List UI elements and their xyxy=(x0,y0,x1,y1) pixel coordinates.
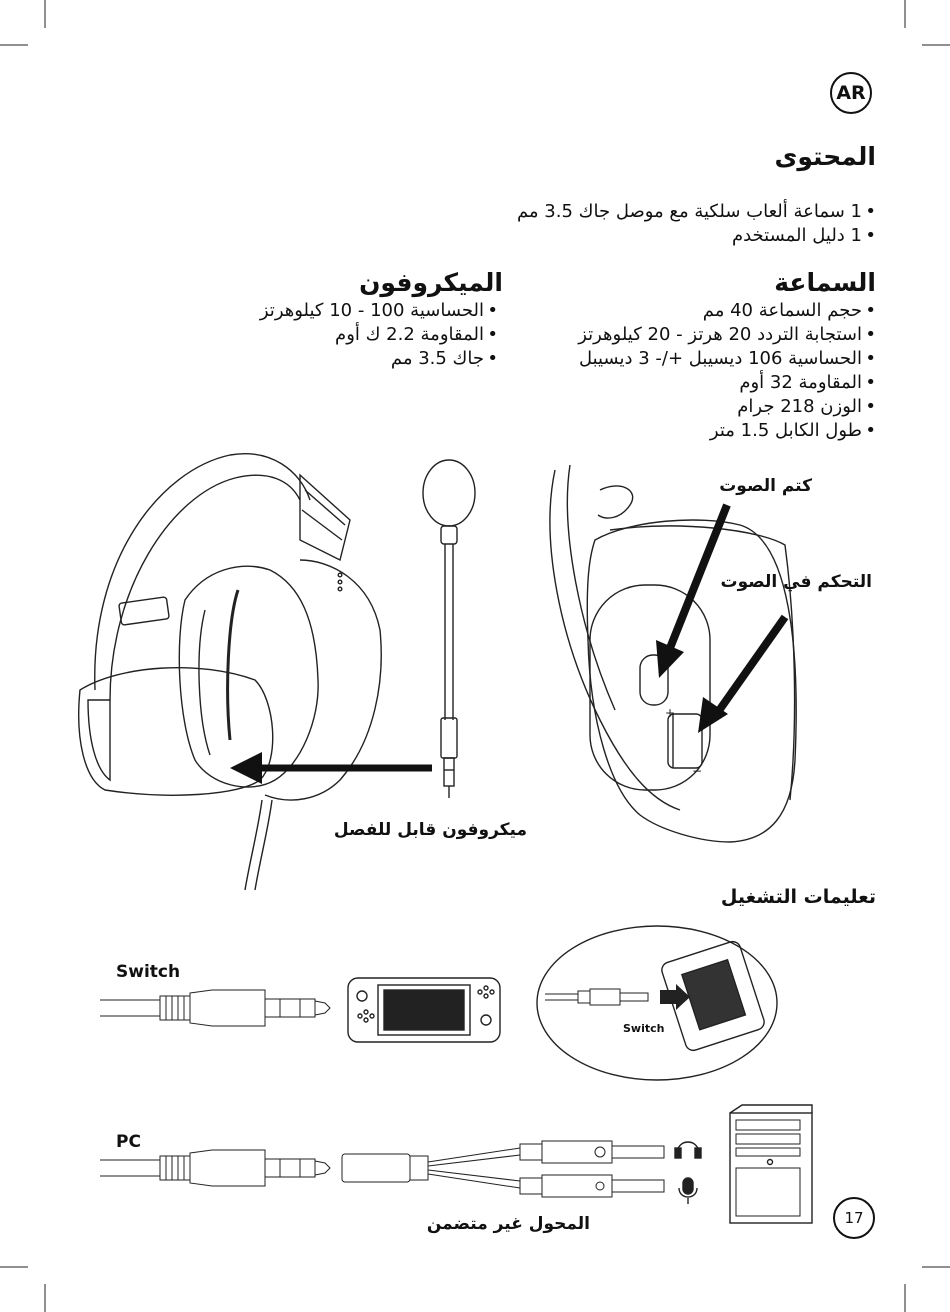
headset-title: السماعة xyxy=(774,268,876,297)
list-item: الوزن 218 جرام xyxy=(578,395,876,419)
microphone-port-icon xyxy=(678,1177,698,1204)
list-item: 1 سماعة ألعاب سلكية مع موصل جاك 3.5 مم xyxy=(517,200,876,224)
language-badge: AR xyxy=(830,72,872,114)
pc-cable-illustration xyxy=(100,1140,665,1198)
mute-callout: كتم الصوت xyxy=(719,476,812,496)
mute-arrow xyxy=(656,503,731,678)
switch-cable-illustration xyxy=(100,989,331,1027)
adapter-note: المحول غير متضمن xyxy=(426,1214,590,1234)
switch-connection-bubble xyxy=(536,925,778,1081)
language-code: AR xyxy=(836,82,866,104)
list-item: المقاومة 32 أوم xyxy=(578,371,876,395)
volume-callout: التحكم في الصوت xyxy=(720,572,873,592)
list-item: الحساسية 106 ديسيبل +/- 3 ديسيبل xyxy=(578,347,876,371)
pc-label: PC xyxy=(116,1132,141,1152)
operation-title: تعليمات التشغيل xyxy=(720,886,876,908)
list-item: حجم السماعة 40 مم xyxy=(578,299,876,323)
list-item: 1 دليل المستخدم xyxy=(517,224,876,248)
page-number-badge: 17 xyxy=(833,1197,875,1239)
earcup-controls-illustration: + − xyxy=(549,464,797,843)
svg-text:−: − xyxy=(692,764,702,778)
contents-title: المحتوى xyxy=(774,142,876,171)
page-number: 17 xyxy=(844,1209,864,1227)
svg-text:+: + xyxy=(665,706,675,720)
list-item: طول الكابل 1.5 متر xyxy=(578,419,876,443)
list-item: المقاومة 2.2 ك أوم xyxy=(260,323,498,347)
list-item: جاك 3.5 مم xyxy=(260,347,498,371)
switch-console-illustration xyxy=(347,977,501,1043)
detachable-mic-illustration xyxy=(422,459,476,798)
headset-side-illustration xyxy=(78,453,382,891)
detachable-mic-callout: ميكروفون قابل للفصل xyxy=(333,820,527,840)
pc-tower-illustration xyxy=(729,1104,813,1224)
list-item: الحساسية 100 - 10 كيلوهرتز xyxy=(260,299,498,323)
contents-list: 1 سماعة ألعاب سلكية مع موصل جاك 3.5 مم 1… xyxy=(517,200,876,248)
microphone-specs-list: الحساسية 100 - 10 كيلوهرتز المقاومة 2.2 … xyxy=(260,299,498,371)
detach-arrow xyxy=(230,752,432,784)
switch-bubble-label: Switch xyxy=(623,1022,665,1035)
volume-arrow xyxy=(698,614,789,733)
list-item: استجابة التردد 20 هرتز - 20 كيلوهرتز xyxy=(578,323,876,347)
headphone-port-icon xyxy=(674,1141,702,1159)
switch-label: Switch xyxy=(116,962,181,982)
microphone-title: الميكروفون xyxy=(359,268,503,297)
headset-specs-list: حجم السماعة 40 مم استجابة التردد 20 هرتز… xyxy=(578,299,876,443)
